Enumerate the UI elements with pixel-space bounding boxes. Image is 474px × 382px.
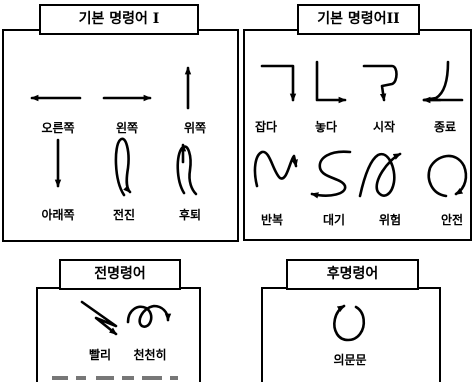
question-circle-arrow-icon <box>333 304 366 342</box>
circle-arrow-icon <box>427 154 468 198</box>
panel-basic1-frame <box>2 4 239 242</box>
label-end: 종료 <box>433 120 457 134</box>
loop-down-icon <box>114 137 132 197</box>
label-down: 아래쪽 <box>41 208 75 222</box>
wave-arrow-icon <box>253 150 298 188</box>
label-forward: 전진 <box>112 208 136 222</box>
alpha-loop-arrow-icon <box>358 152 402 198</box>
loop-up-icon <box>176 145 198 196</box>
bent-down-arrow-icon <box>260 64 297 102</box>
label-release: 놓다 <box>314 120 338 134</box>
panel-suffix-title-text: 후명령어 <box>326 266 379 282</box>
label-question: 의문문 <box>333 353 367 367</box>
panel-suffix-title: 후명령어 <box>287 265 418 283</box>
panel-basic1-title: 기본 명령어 I <box>40 10 198 28</box>
label-grab: 잡다 <box>254 120 278 134</box>
panel-prefix-title: 전명령어 <box>60 265 180 283</box>
panel-basic1-title-text: 기본 명령어 <box>78 11 148 27</box>
panel-basic2-numeral: II <box>386 11 400 27</box>
label-safe: 안전 <box>440 213 464 227</box>
label-wait: 대기 <box>322 213 346 227</box>
faint-caption-strip <box>52 376 178 380</box>
s-curve-arrow-icon <box>310 150 352 199</box>
curved-return-arrow-icon <box>422 60 464 102</box>
hook-down-arrow-icon <box>362 64 398 102</box>
panel-basic2-frame <box>243 4 472 241</box>
panel-suffix-frame <box>261 259 441 382</box>
label-backward: 후퇴 <box>178 208 202 222</box>
label-slow: 천천히 <box>133 348 167 362</box>
label-danger: 위험 <box>378 213 402 227</box>
panel-prefix-title-text: 전명령어 <box>94 266 146 282</box>
panel-basic1-numeral: I <box>152 11 160 27</box>
bent-right-arrow-icon <box>315 60 347 104</box>
label-right: 오른쪽 <box>41 121 75 135</box>
zigzag-arrow-icon <box>80 300 118 336</box>
panel-basic2-title: 기본 명령어II <box>298 10 419 28</box>
label-repeat: 반복 <box>260 213 284 227</box>
panel-prefix-frame <box>36 259 201 382</box>
label-left: 왼쪽 <box>115 121 139 135</box>
label-up: 위쪽 <box>183 121 207 135</box>
label-start: 시작 <box>372 120 396 134</box>
coil-arrow-icon <box>126 304 172 328</box>
panel-basic2-title-text: 기본 명령어 <box>317 11 387 27</box>
label-fast: 빨리 <box>88 348 112 362</box>
